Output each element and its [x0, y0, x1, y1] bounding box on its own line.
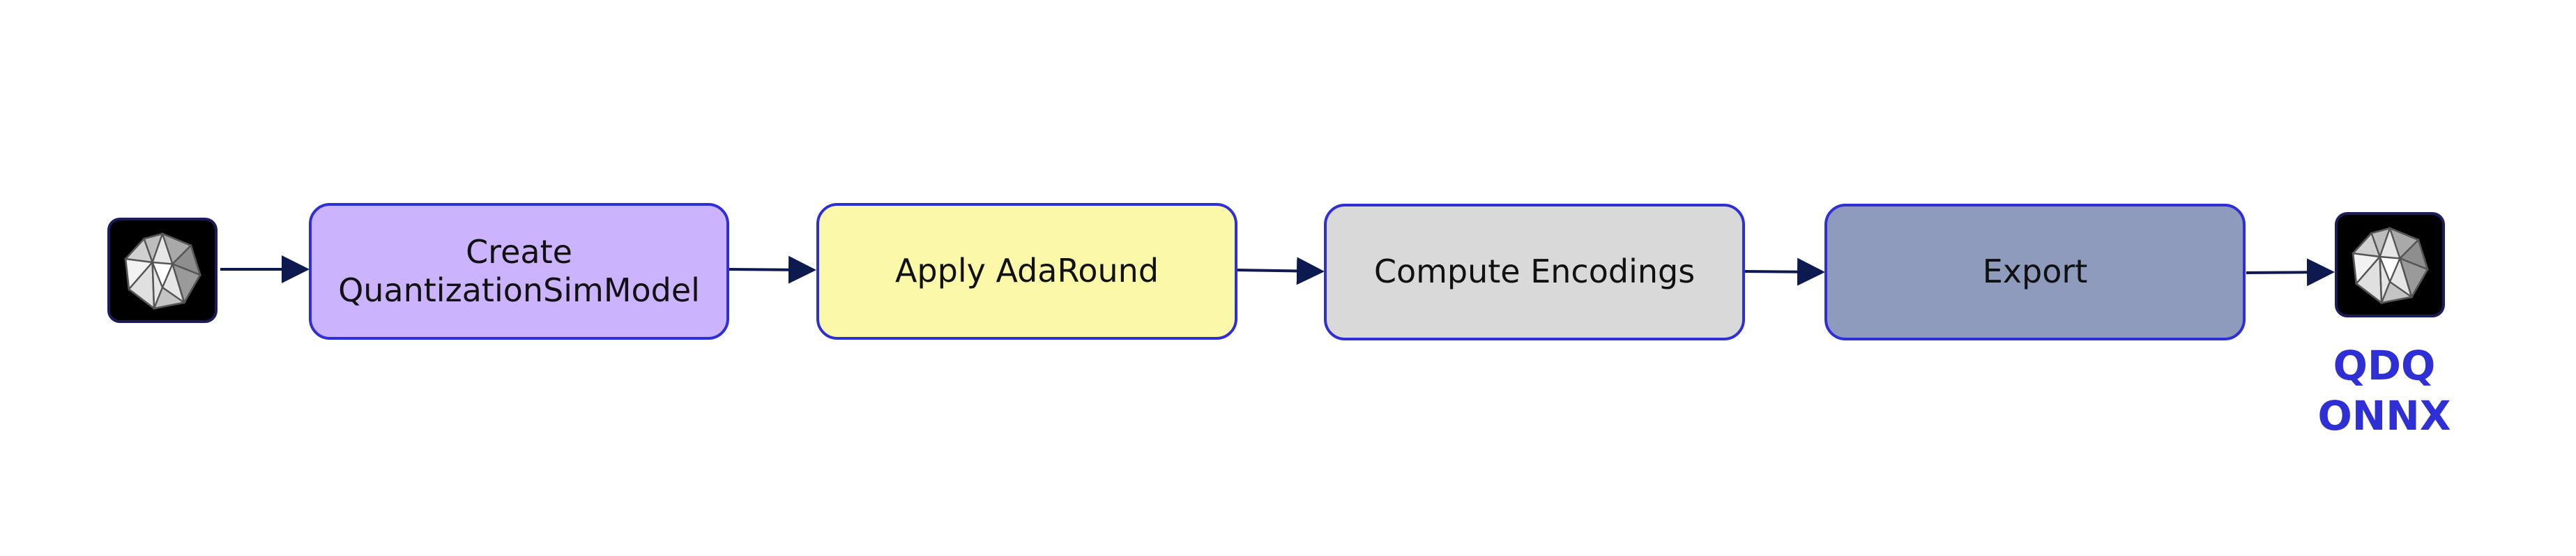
step-apply-adaround-label: Apply AdaRound: [894, 252, 1159, 290]
input-onnx-tile: [107, 218, 218, 323]
step-compute-encodings-label: Compute Encodings: [1373, 253, 1695, 291]
step-export-label: Export: [1982, 253, 2088, 291]
step-create-quantsim-label: Create QuantizationSimModel: [338, 232, 700, 309]
output-onnx-tile: [2335, 212, 2445, 317]
onnx-polyhedron-icon: [123, 232, 201, 310]
step-create-quantsim-box: Create QuantizationSimModel: [309, 203, 729, 340]
step-export-box: Export: [1824, 204, 2246, 340]
arrow-adaround-to-encodings: [1235, 257, 1325, 285]
output-format-label: QDQ ONNX: [2317, 342, 2451, 439]
step-compute-encodings-box: Compute Encodings: [1324, 204, 1745, 340]
arrow-create-to-adaround: [726, 255, 816, 284]
step-apply-adaround-box: Apply AdaRound: [816, 203, 1237, 340]
arrow-export-to-output: [2246, 258, 2335, 287]
arrow-encodings-to-export: [1742, 257, 1825, 286]
onnx-polyhedron-icon: [2351, 226, 2429, 305]
